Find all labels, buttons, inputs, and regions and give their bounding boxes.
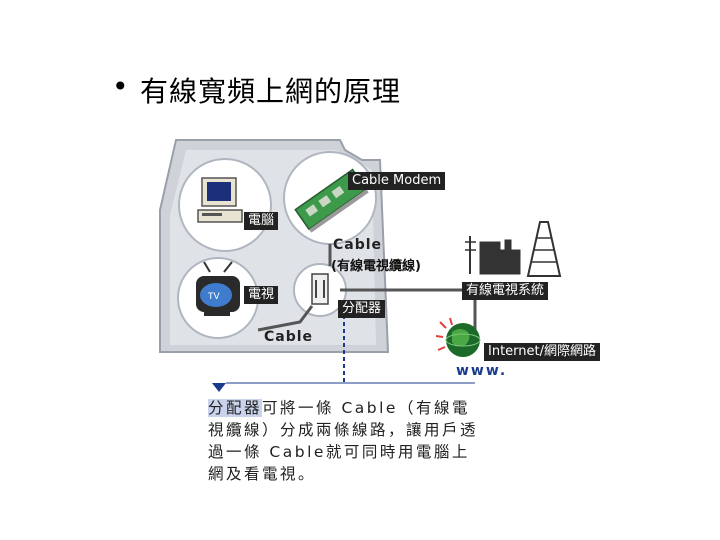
cable-modem-label: Cable Modem bbox=[348, 172, 446, 190]
cable-top-subtitle: (有線電視纜線) bbox=[331, 259, 421, 274]
pointer-marker bbox=[212, 383, 226, 392]
cable-bottom-label: Cable bbox=[264, 329, 314, 345]
title-bullet: • bbox=[112, 70, 129, 103]
description-highlight: 分配器 bbox=[208, 399, 263, 417]
cable-system-icon bbox=[465, 221, 562, 277]
description-text: 可將一條 Cable（有線電視纜線）分成兩條線路，讓用戶透過一條 Cable就可… bbox=[208, 399, 479, 483]
www-label: www. bbox=[456, 363, 508, 379]
description: 分配器可將一條 Cable（有線電視纜線）分成兩條線路，讓用戶透過一條 Cabl… bbox=[208, 397, 483, 485]
splitter-label: 分配器 bbox=[338, 300, 386, 318]
tv-screen-text: TV bbox=[207, 292, 220, 302]
computer-icon bbox=[197, 177, 243, 223]
cable-system-label: 有線電視系統 bbox=[462, 282, 549, 300]
tv-icon bbox=[196, 261, 240, 316]
internet-label: Internet/網際網路 bbox=[484, 343, 600, 361]
globe-icon bbox=[435, 317, 481, 357]
cable-top-label: Cable bbox=[333, 237, 383, 253]
computer-label: 電腦 bbox=[244, 212, 279, 230]
splitter-icon bbox=[311, 273, 329, 305]
page-title: 有線寬頻上網的原理 bbox=[140, 75, 402, 108]
tv-label: 電視 bbox=[244, 286, 279, 304]
